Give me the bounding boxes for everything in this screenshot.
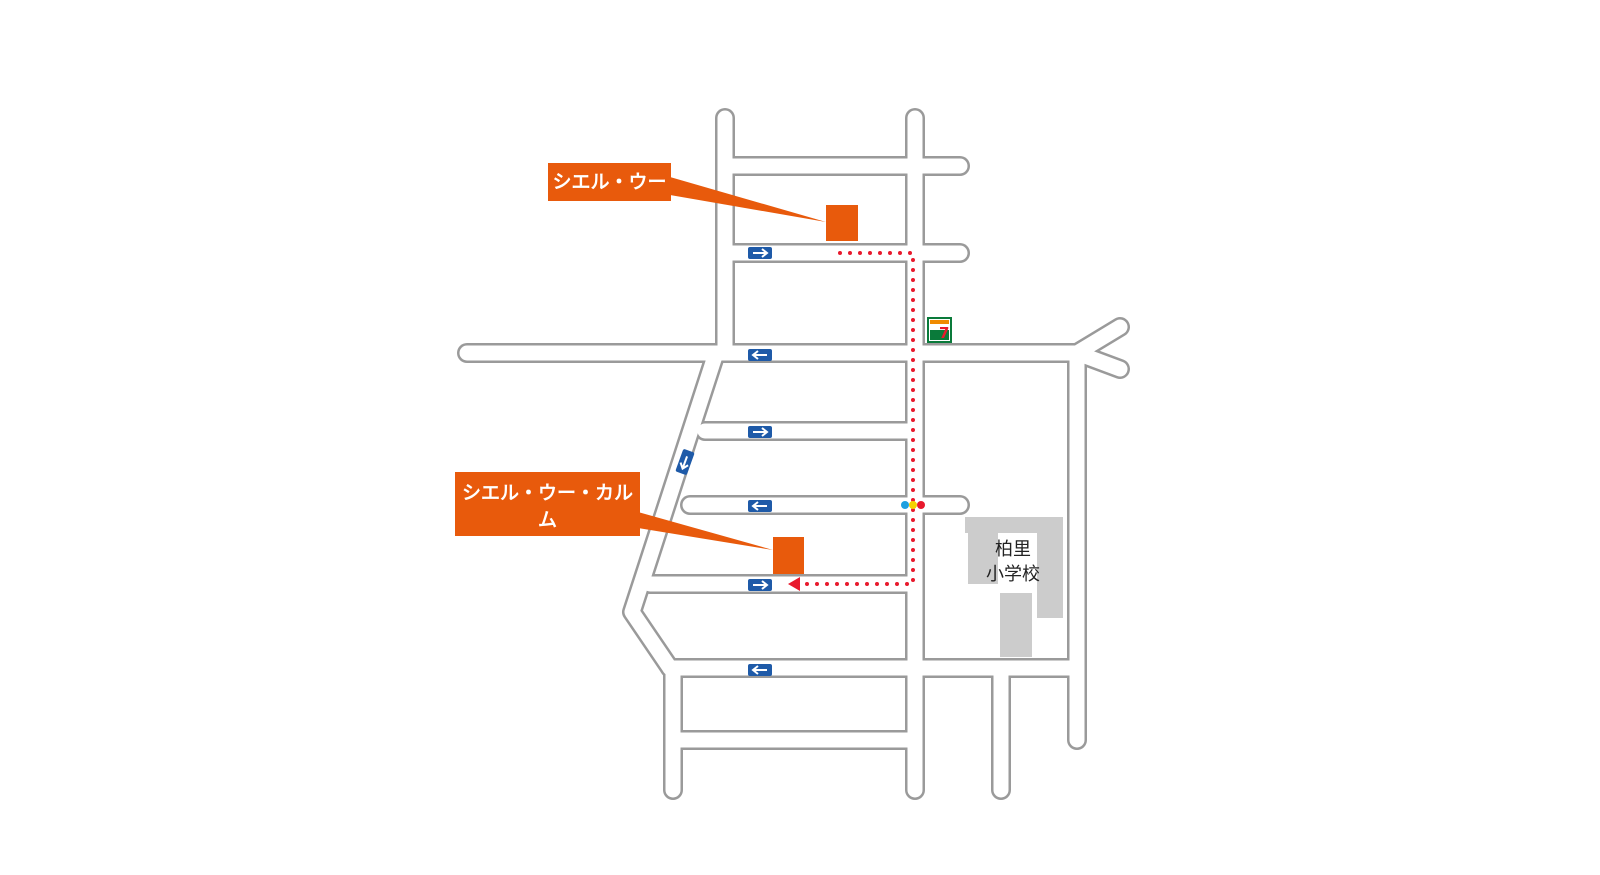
building-ciel-u-calm: [773, 537, 804, 574]
callout-ciel-u: シエル・ウー: [548, 163, 671, 201]
traffic-light-icon: [901, 501, 925, 509]
callout-pointer: [670, 177, 826, 222]
building-name: シエル・ウー・カルム: [461, 482, 633, 531]
arrow-icon: [753, 427, 769, 437]
route-arrow-icon: [788, 577, 800, 591]
arrow-icon: [751, 665, 767, 675]
svg-text:7: 7: [939, 324, 949, 342]
school-buildings: [965, 517, 1063, 657]
callout-pointer: [638, 512, 773, 550]
building-name: シエル・ウー: [552, 171, 667, 193]
building-ciel-u: [826, 205, 858, 241]
seven-eleven-logo-icon: 7: [927, 317, 952, 343]
school-name-line2: 小学校: [986, 564, 1040, 585]
school-label: 柏里 小学校: [983, 537, 1043, 587]
one-way-sign-icon: [675, 449, 695, 475]
walking-route: [798, 251, 915, 586]
arrow-icon: [753, 580, 769, 590]
callout-ciel-u-calm: シエル・ウー・カルム 大阪市西淀川区野里１丁目13-4: [455, 472, 640, 553]
arrow-icon: [753, 248, 769, 258]
arrow-icon: [751, 501, 767, 511]
school-name-line1: 柏里: [995, 539, 1031, 560]
arrow-icon: [751, 350, 767, 360]
building-address: 大阪市西淀川区野里１丁目13-4: [467, 540, 628, 553]
